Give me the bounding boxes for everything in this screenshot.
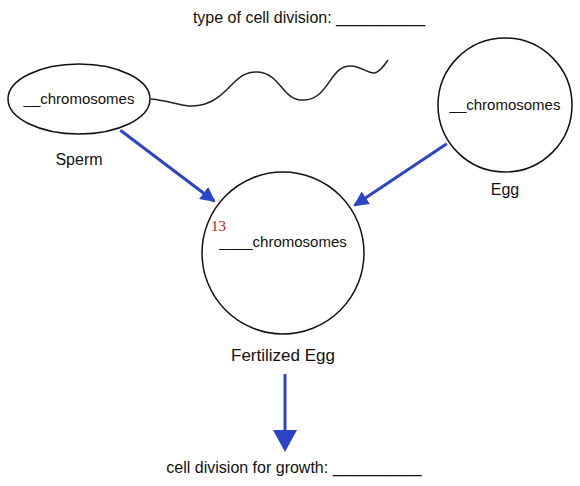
cell-outline xyxy=(201,171,365,335)
cell-name: Fertilized Egg xyxy=(231,347,335,365)
cell-circle: __chromosomesEgg xyxy=(437,37,573,173)
cell-name: Sperm xyxy=(55,151,102,169)
fertilization-arrow xyxy=(120,130,214,201)
cell-name: Egg xyxy=(491,181,519,199)
cell-circle: __chromosomesSperm xyxy=(7,63,151,135)
chromosome-blank: __chromosomes xyxy=(24,90,135,108)
fertilization-arrow xyxy=(355,144,447,205)
chromosome-blank: __chromosomes xyxy=(450,96,561,114)
sperm-tail xyxy=(151,60,388,106)
growth-arrowhead xyxy=(273,430,297,452)
chromosome-blank: ____chromosomes xyxy=(219,233,347,251)
chromosome-count: 13 xyxy=(211,217,226,235)
growth-blank: cell division for growth: __________ xyxy=(166,458,421,478)
title-blank: type of cell division: __________ xyxy=(193,8,425,28)
zygote-circle: 13____chromosomesFertilized Egg xyxy=(201,171,365,335)
growth-arrow xyxy=(284,374,287,432)
